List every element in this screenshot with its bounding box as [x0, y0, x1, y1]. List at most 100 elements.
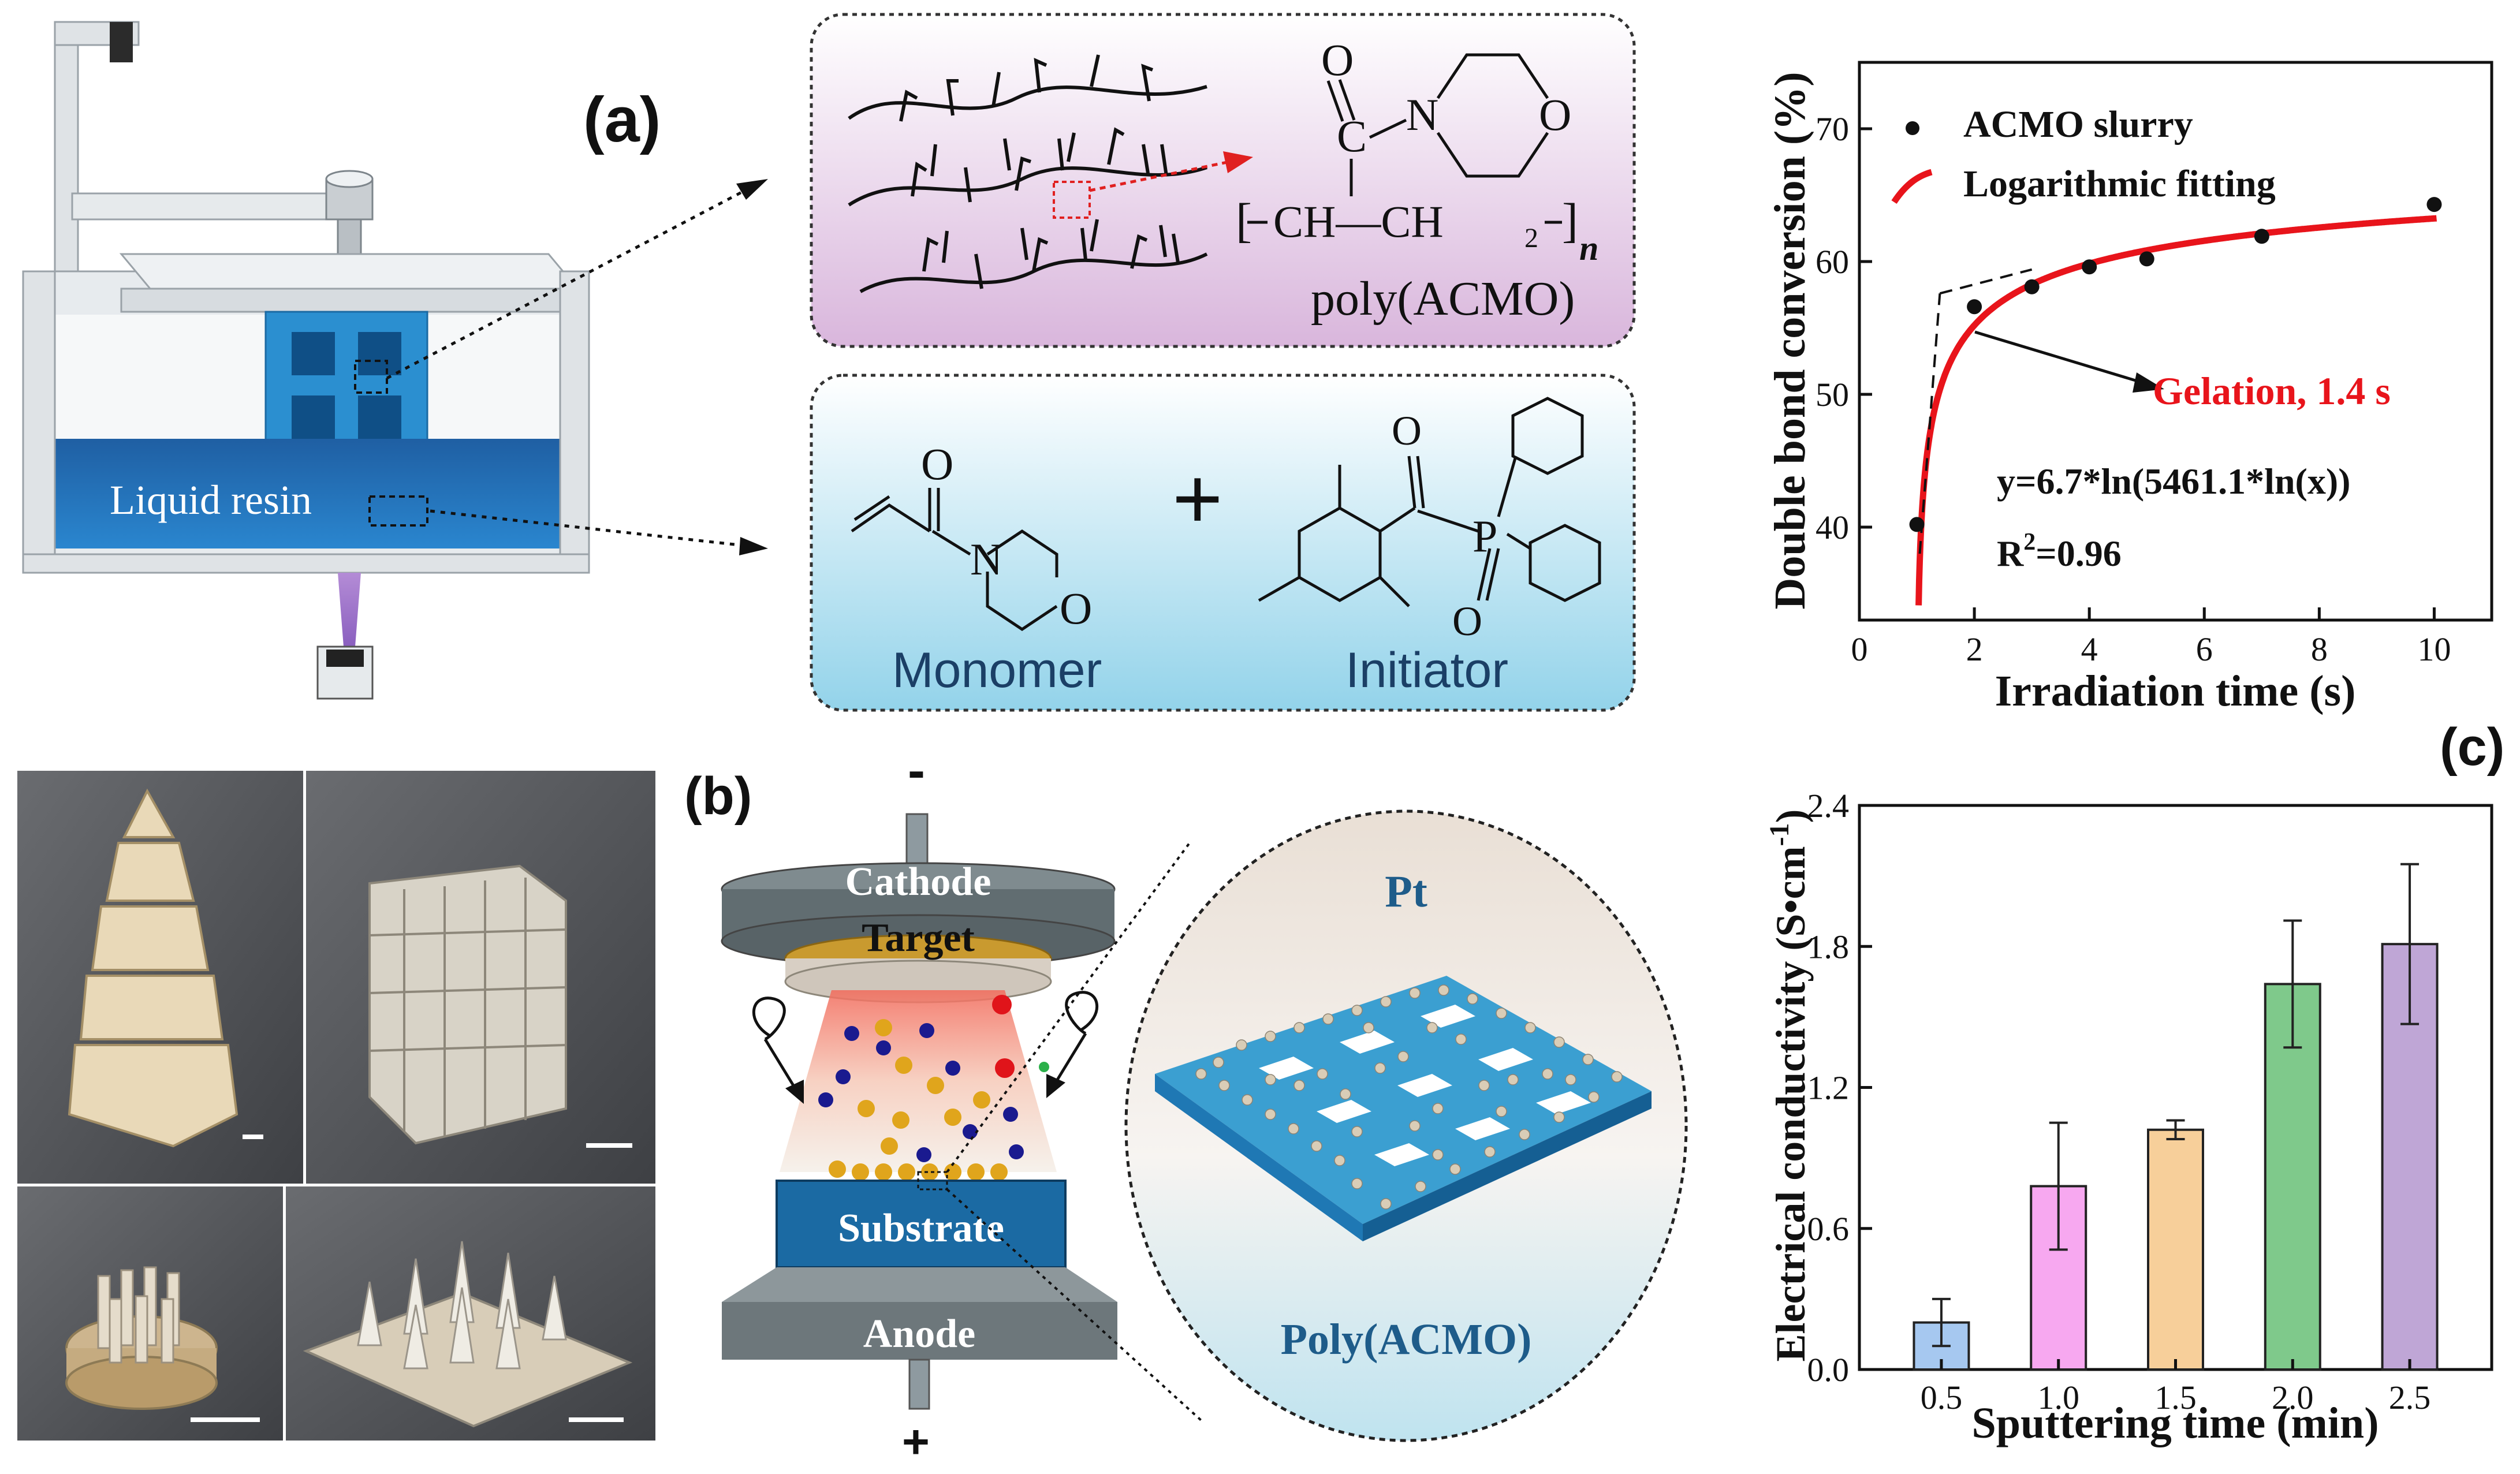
x-tick-label: 6 — [2196, 630, 2213, 668]
initiator-p: P — [1473, 511, 1497, 561]
y-tick-label: 1.8 — [1807, 928, 1850, 965]
x-tick-label: 2.5 — [2389, 1379, 2431, 1416]
x-tick-label: 8 — [2311, 630, 2328, 668]
polymer-name: poly(ACMO) — [1311, 272, 1575, 326]
zoom-arrow-polymer — [736, 179, 768, 200]
tangent-steep — [1918, 293, 1941, 554]
fit-equation: y=6.7*ln(5461.1*ln(x)) — [1997, 461, 2350, 502]
target-label: Target — [862, 916, 975, 960]
resin-zoom-box — [368, 495, 428, 527]
printer-top-block — [110, 22, 133, 62]
cube-window — [292, 395, 335, 439]
printed-cube — [264, 311, 428, 457]
fit-curve — [1915, 215, 2437, 606]
plasma-swirl-left — [752, 997, 786, 1041]
y-tick-label: 40 — [1816, 509, 1849, 546]
y-tick-label: 60 — [1816, 243, 1849, 281]
polymer-n: N — [1406, 89, 1438, 140]
y-tick-label: 50 — [1816, 376, 1849, 413]
zoom-line-top — [946, 842, 1191, 1173]
y-tick-label: 0.0 — [1807, 1351, 1850, 1389]
light-source-lens — [326, 650, 364, 667]
y-tick-label: 2.4 — [1807, 787, 1850, 824]
gelation-arrowhead — [2133, 372, 2164, 393]
monomer-ring-o: O — [1060, 583, 1092, 633]
chart1-frame — [1858, 61, 2493, 622]
electrode-plus: + — [902, 1416, 930, 1468]
build-plate-front — [120, 288, 579, 313]
data-point — [1967, 299, 1982, 315]
panel-label-b: (b) — [684, 767, 752, 826]
tangent-flat — [1939, 268, 2033, 295]
zoom-arrow-resin — [739, 537, 768, 555]
initiator-structure — [1258, 397, 1601, 607]
chart1-points — [1909, 197, 2442, 532]
anode-body — [722, 1302, 1117, 1360]
cube-window — [292, 332, 335, 375]
pt-nanoparticles — [1195, 984, 1623, 1210]
scale-bar — [569, 1417, 624, 1422]
initiator-carbonyl-o: O — [1392, 408, 1422, 454]
pt-coated-surface: Pt — [1124, 809, 1688, 1442]
printer-motor-cap — [325, 170, 374, 188]
vat-floor — [22, 553, 590, 574]
zoom-line-polymer — [386, 189, 746, 380]
electrode-minus: - — [908, 742, 925, 800]
lattice-object — [368, 864, 567, 1145]
panel-label-a: (a) — [583, 84, 661, 155]
initiator-po-o: O — [1452, 598, 1482, 644]
chart2-bars — [1913, 863, 2439, 1371]
initiator-label: Initiator — [1345, 643, 1508, 698]
chart1-ylabel: Double bond conversion (%) — [1766, 72, 1814, 609]
substrate — [776, 1180, 1067, 1268]
data-point — [1909, 517, 1925, 532]
printer-illustration: Liquid resin — [22, 21, 590, 700]
scale-bar — [243, 1135, 263, 1139]
polymer-highlight-line — [1089, 160, 1231, 192]
legend-label-fit: Logarithmic fitting — [1963, 163, 2276, 205]
r-squared: R2=0.96 — [1997, 529, 2122, 574]
chart2-xlabel: Sputtering time (min) — [1971, 1399, 2379, 1447]
pt-label: Pt — [1385, 866, 1427, 916]
polymer-c: C — [1337, 111, 1367, 161]
polymer-sub-2: 2 — [1524, 223, 1538, 253]
data-point — [2426, 197, 2442, 212]
x-tick-label: 0.5 — [1921, 1379, 1963, 1416]
x-tick-label: 4 — [2081, 630, 2098, 668]
bar — [2147, 1128, 2204, 1371]
x-tick-label: 2 — [1966, 630, 1983, 668]
monomer-label: Monomer — [892, 643, 1102, 698]
resin-label: Liquid resin — [110, 477, 312, 523]
sputtered-particles — [818, 995, 1049, 1181]
uv-light-beam — [338, 573, 361, 647]
gelation-label: Gelation, 1.4 s — [2153, 369, 2391, 413]
x-tick-label: 2.0 — [2272, 1379, 2314, 1416]
y-tick-label: 1.2 — [1807, 1069, 1850, 1107]
resin-pool — [55, 439, 560, 548]
surface-top — [1155, 976, 1652, 1224]
substrate-label: Substrate — [838, 1206, 1004, 1251]
legend-marker-slurry — [1906, 121, 1919, 135]
data-point — [2139, 251, 2154, 267]
printer-arm — [71, 192, 327, 221]
plasma-swirl-right — [1065, 991, 1098, 1035]
anode-top — [722, 1267, 1117, 1302]
substrate-zoom-box — [917, 1171, 948, 1191]
acmo-polymer-structure: O C N O [ CH—CH 2 ] n poly(ACMO) — [1236, 35, 1598, 326]
svg-text:]: ] — [1562, 194, 1578, 248]
x-tick-label: 1.0 — [2037, 1379, 2079, 1416]
zoom-line-resin — [430, 509, 745, 547]
cathode-label: Cathode — [845, 860, 991, 904]
cube-window — [358, 332, 401, 375]
data-point — [2024, 279, 2040, 294]
anode-label: Anode — [863, 1312, 975, 1356]
polymer-ring-o: O — [1539, 89, 1571, 140]
scale-bar — [191, 1417, 260, 1422]
chart1-xlabel: Irradiation time (s) — [1995, 667, 2356, 715]
polymer-highlight-box — [1053, 181, 1091, 219]
surface-pores — [1259, 1005, 1591, 1166]
